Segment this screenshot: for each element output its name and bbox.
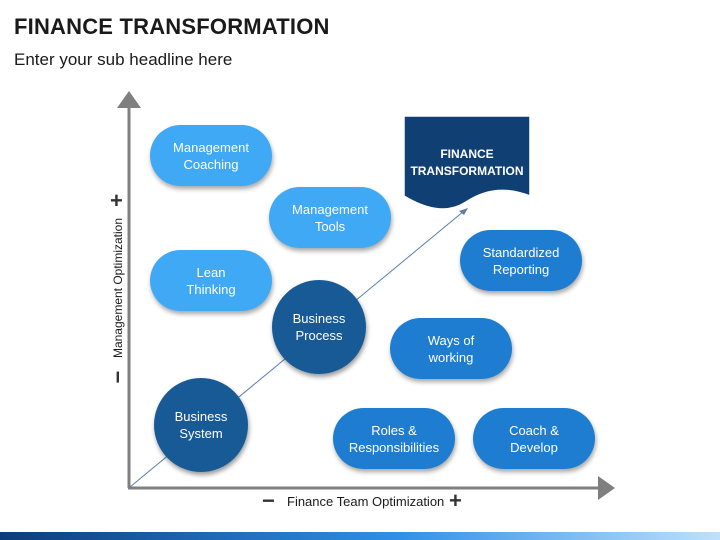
goal-label: FINANCE TRANSFORMATION [410, 147, 524, 178]
x-axis-arrowhead [598, 476, 615, 500]
lean-thinking-pill: Lean Thinking [150, 250, 272, 311]
y-axis-arrowhead [117, 91, 141, 108]
footer-accent-bar [0, 532, 720, 540]
business-system-circle: Business System [154, 378, 248, 472]
ways-of-working-pill: Ways of working [390, 318, 512, 379]
management-tools-pill: Management Tools [269, 187, 391, 248]
page-subtitle: Enter your sub headline here [14, 50, 233, 69]
x-axis-plus-sign: + [449, 488, 462, 513]
y-axis-plus-sign: + [110, 188, 123, 213]
x-axis-minus-sign: − [262, 488, 275, 513]
business-process-circle: Business Process [272, 280, 366, 374]
coach-develop-pill: Coach & Develop [473, 408, 595, 469]
standardized-reporting-pill: Standardized Reporting [460, 230, 582, 291]
y-axis-minus-sign: − [105, 370, 131, 384]
finance-transformation-flag [403, 115, 531, 210]
trend-arrowhead [459, 208, 468, 215]
page-title: FINANCE TRANSFORMATION [14, 14, 330, 39]
y-axis-label: Management Optimization [111, 217, 125, 359]
roles-responsibilities-pill: Roles & Responsibilities [333, 408, 455, 469]
management-coaching-pill: Management Coaching [150, 125, 272, 186]
x-axis-label: Finance Team Optimization [287, 494, 445, 509]
